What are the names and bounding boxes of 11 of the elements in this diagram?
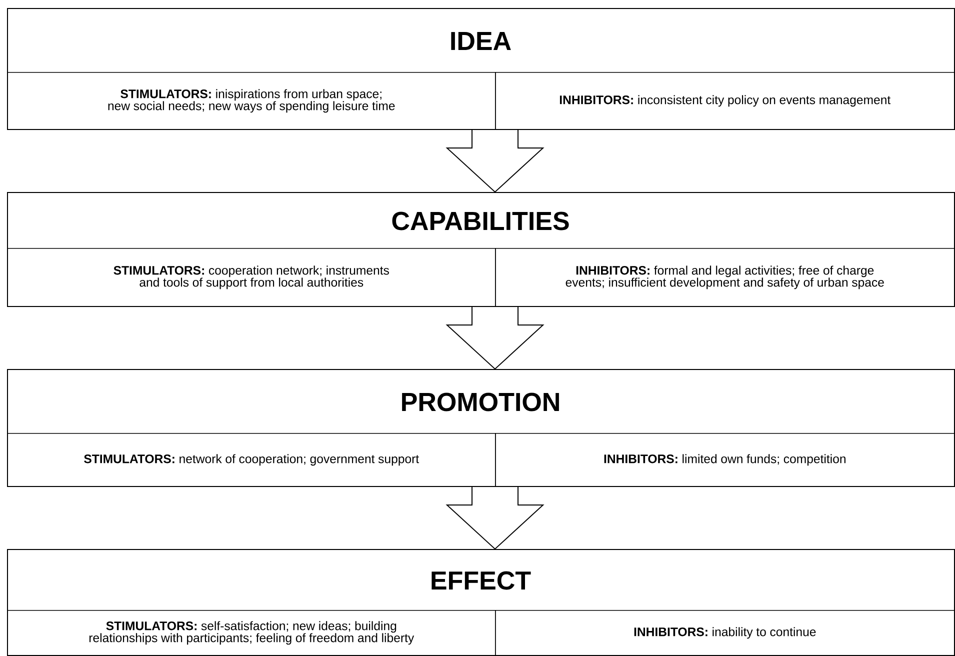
text-cell: INHIBITORS: limited own funds; competition — [495, 433, 955, 487]
block-arrow — [446, 130, 544, 193]
text-cell: INHIBITORS: inability to continue — [495, 610, 955, 656]
text-cell: STIMULATORS: network of cooperation; government support — [7, 433, 496, 487]
block-arrow — [446, 486, 544, 550]
text-cell: INHIBITORS: formal and legal activities; free of charge events; insufficient development and safety of urban space — [495, 248, 955, 307]
block-arrow — [446, 306, 544, 370]
text-cell: STIMULATORS: cooperation network; instruments and tools of support from local authorities — [7, 248, 496, 307]
text-cell: INHIBITORS: inconsistent city policy on events management — [495, 72, 955, 130]
text-cell: STIMULATORS: self-satisfaction; new ideas; building relationships with participants; feeling of freedom and liberty — [7, 610, 496, 656]
text-cell: STIMULATORS: inispirations from urban space; new social needs; new ways of spending leisure time — [7, 72, 496, 130]
